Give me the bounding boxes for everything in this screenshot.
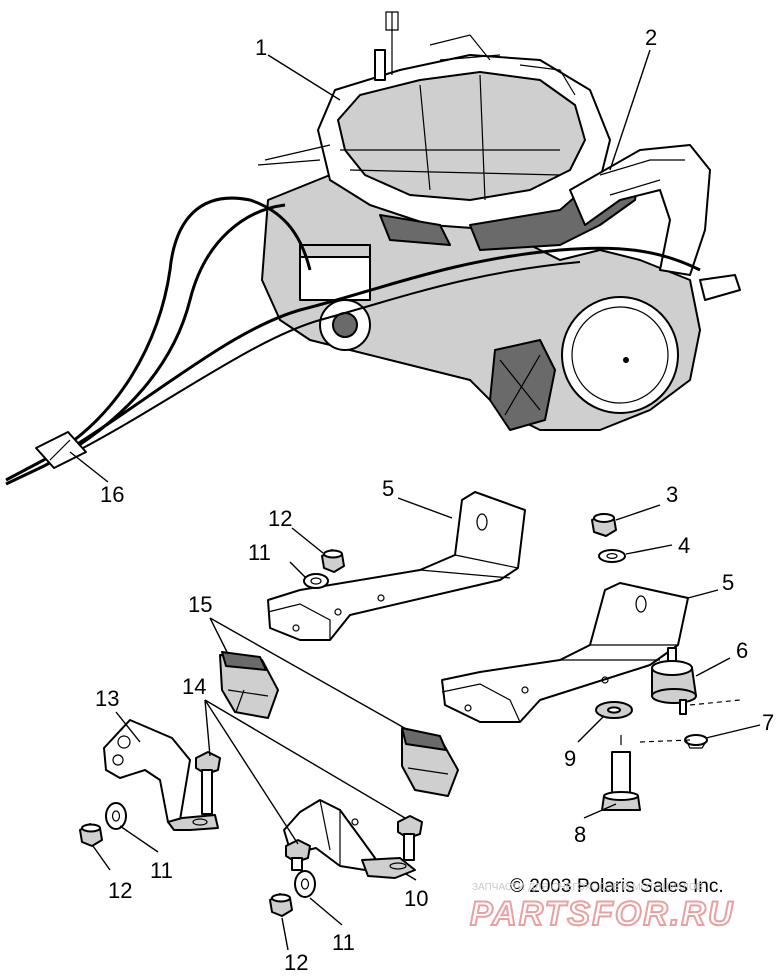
callout-12-bottom: 12 [284, 950, 308, 975]
nut-part-12-left [79, 823, 103, 847]
callout-12-upper: 12 [268, 506, 292, 531]
nut-part-7 [684, 734, 708, 749]
callout-2: 2 [645, 25, 657, 50]
copyright-notice: © 2003 Polaris Sales Inc. [510, 876, 724, 897]
engine-assembly [257, 11, 741, 431]
callout-6: 6 [736, 638, 748, 663]
snubber-part-15-left [219, 651, 279, 719]
washer-part-9 [595, 701, 633, 719]
callout-1: 1 [255, 35, 267, 60]
engine-mount-plate-right [441, 582, 689, 723]
bracket-part-10 [283, 799, 416, 879]
callout-3: 3 [666, 482, 678, 507]
nut-part-12-bottom [269, 893, 293, 917]
engine-mount-plate-left [267, 491, 526, 641]
callout-12-left: 12 [108, 878, 132, 903]
washer-part-11-left [105, 802, 127, 830]
callout-8: 8 [574, 822, 586, 847]
washer-part-4 [598, 549, 626, 563]
callout-5-right: 5 [722, 570, 734, 595]
callout-4: 4 [678, 533, 690, 558]
nut-part-3 [591, 513, 617, 537]
callout-14: 14 [182, 674, 206, 699]
leader-lines [69, 49, 761, 951]
callout-10: 10 [404, 886, 428, 911]
callout-7: 7 [762, 710, 774, 735]
callout-labels: 1 2 3 4 5 5 6 7 8 9 10 11 11 11 12 12 12… [95, 25, 774, 975]
callout-9: 9 [564, 746, 576, 771]
washer-part-11-upper [303, 573, 329, 589]
bolt-part-14-a [195, 751, 221, 815]
callout-5-upper: 5 [382, 476, 394, 501]
rubber-isolator-part-6 [651, 647, 697, 715]
bracket-part-13 [103, 719, 219, 831]
wiring-harness [5, 196, 701, 486]
callout-11-upper: 11 [248, 540, 271, 565]
bolt-part-14-b [285, 839, 311, 871]
bolt-part-14-c [397, 815, 423, 861]
watermark-logo: PARTSFOR.RU [470, 895, 734, 933]
callout-11-bottom: 11 [332, 930, 355, 955]
callout-11-left: 11 [150, 858, 173, 883]
washer-part-11-bottom [294, 870, 316, 898]
bolt-part-8 [601, 735, 641, 811]
nut-part-12-upper [321, 549, 345, 573]
callout-16: 16 [100, 482, 124, 507]
snubber-part-15-right [401, 727, 459, 797]
watermark-caption: ЗАПЧАСТИ ДЛЯ СНЕГОХОДОВ И МОТОЦИКЛОВ [472, 882, 704, 893]
callout-13: 13 [95, 686, 119, 711]
callout-15: 15 [188, 592, 212, 617]
